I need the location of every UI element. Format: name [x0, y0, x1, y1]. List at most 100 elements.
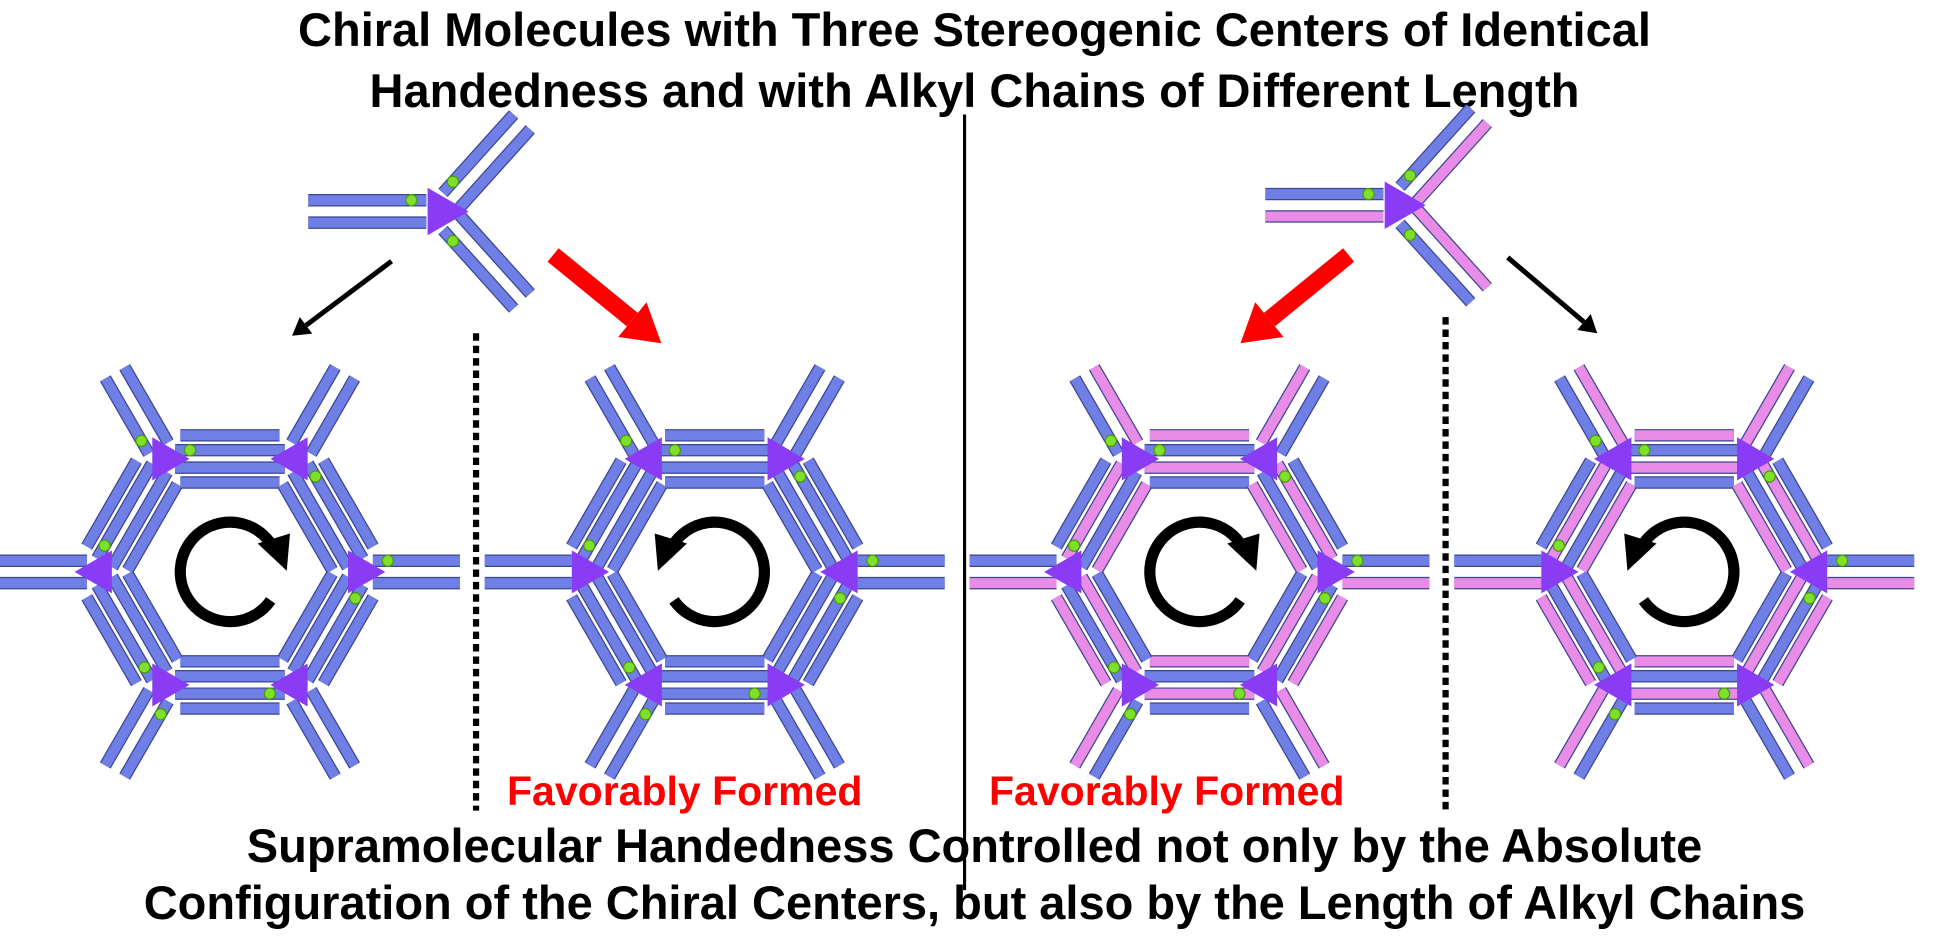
arrow-shaft — [1263, 248, 1355, 327]
alkyl-chain-rod-fill — [1577, 481, 1636, 573]
stereocenter-dot — [183, 443, 197, 457]
stereocenter-dot — [623, 661, 636, 674]
clockwise-rotation-arrow — [1144, 516, 1250, 628]
stereocenter-dot — [309, 470, 322, 483]
triazine-core — [1044, 550, 1082, 594]
counterclockwise-rotation-arrow — [1634, 516, 1740, 628]
stereocenter-dot — [446, 234, 460, 248]
alkyl-chain-rod-fill — [319, 458, 378, 550]
stereocenter-dot — [1763, 470, 1776, 483]
red-arrow-favored-right — [1240, 248, 1355, 344]
conclusion-line-1: Supramolecular Handedness Controlled not… — [246, 819, 1703, 872]
title-line-1: Chiral Molecules with Three Stereogenic … — [298, 3, 1651, 56]
alkyl-chain-rod-fill — [772, 364, 825, 446]
chiral-molecule-uniform-chains — [308, 110, 535, 313]
triazine-core — [1384, 181, 1426, 229]
alkyl-chain-rod-fill — [107, 574, 172, 675]
clockwise-rotation-arrow — [174, 516, 281, 628]
stereocenter-dot — [263, 687, 277, 700]
triazine-core — [74, 550, 112, 594]
stereocenter-dot — [1067, 539, 1081, 552]
triazine-core — [767, 663, 805, 707]
alkyl-chain-rod-fill — [1773, 458, 1832, 550]
stereocenter-dot — [1351, 554, 1364, 567]
triazine-core — [152, 437, 190, 481]
alkyl-chain-rod-fill — [1276, 687, 1329, 768]
alkyl-chain-rod-fill — [1092, 571, 1152, 663]
alkyl-chain-rod-fill — [120, 364, 173, 446]
stereocenter-dot — [1124, 708, 1137, 721]
alkyl-chain-rod-fill — [803, 594, 863, 686]
triazine-core — [1737, 663, 1775, 707]
arrow-shaft — [1506, 255, 1586, 324]
alkyl-chain-rod-fill — [1741, 698, 1794, 780]
alkyl-chain-rod-fill — [567, 458, 626, 550]
alkyl-chain-rod-fill — [82, 594, 141, 686]
arrowhead-icon — [257, 533, 290, 571]
alkyl-chain-rod-fill — [1077, 469, 1141, 570]
alkyl-chain-rod-fill — [319, 594, 378, 686]
stereocenter-dot — [154, 708, 167, 721]
stereocenter-dot — [1278, 470, 1292, 483]
arrowhead-icon — [1227, 533, 1260, 571]
alkyl-chain-rod-fill — [1089, 364, 1143, 446]
favorably-formed-label-left: Favorably Formed — [507, 768, 863, 814]
hexagonal-assembly-2 — [484, 364, 945, 780]
alkyl-chain-rod-fill — [585, 687, 638, 768]
alkyl-chain-rod-fill — [1288, 458, 1347, 550]
alkyl-chain-rod-fill — [791, 687, 844, 768]
alkyl-chain-rod-fill — [306, 687, 359, 768]
alkyl-chain-rod-fill — [1052, 458, 1111, 550]
triazine-core — [427, 187, 469, 236]
alkyl-chain-rod-fill — [1773, 594, 1832, 686]
alkyl-chain-rod-fill — [1562, 469, 1626, 570]
arrow-to-right-assembly — [1506, 255, 1598, 334]
stereocenter-dot — [1717, 687, 1731, 700]
alkyl-chain-rod-fill — [1247, 481, 1307, 573]
alkyl-chain-rod-fill — [567, 594, 626, 686]
alkyl-chain-rod-fill — [1536, 458, 1596, 550]
alkyl-chain-rod-fill — [288, 469, 353, 570]
alkyl-chain-rod-fill — [1741, 364, 1794, 446]
hexagonal-assembly-1 — [0, 364, 460, 780]
triazine-core — [152, 663, 190, 707]
alkyl-chain-rod-fill — [592, 469, 657, 570]
arrowhead-icon — [1624, 533, 1657, 571]
stereocenter-dot — [1318, 592, 1332, 605]
stereocenter-dot — [138, 661, 151, 674]
alkyl-chain-rod-fill — [1258, 469, 1322, 570]
arrow-shaft — [547, 248, 638, 327]
alkyl-chain-rod-fill — [1732, 481, 1791, 573]
triazine-core — [348, 550, 386, 594]
stereocenter-dot — [748, 687, 761, 700]
triazine-core — [767, 437, 805, 481]
chiral-molecule-mixed-chains — [1265, 103, 1492, 307]
title-line-2: Handedness and with Alkyl Chains of Diff… — [369, 64, 1580, 117]
alkyl-chain-rod-fill — [803, 458, 863, 550]
alkyl-chain-rod-fill — [288, 574, 353, 675]
alkyl-chain-rod-fill — [1256, 364, 1310, 446]
stereocenter-dot — [1608, 708, 1622, 721]
stereocenter-dot — [1153, 443, 1166, 457]
conclusion-line-2: Configuration of the Chiral Centers, but… — [143, 876, 1806, 929]
triazine-core — [1239, 437, 1278, 481]
arrowhead-icon — [292, 316, 313, 336]
triazine-core — [1789, 550, 1828, 594]
alkyl-chain-rod-fill — [1761, 687, 1814, 768]
alkyl-chain-rod-fill — [287, 364, 340, 446]
stereocenter-dot — [405, 194, 418, 207]
alkyl-chain-rod-fill — [306, 375, 359, 457]
alkyl-chain-rod-fill — [1276, 375, 1329, 457]
alkyl-chain-rod-fill — [1247, 571, 1307, 663]
red-arrow-favored-left — [547, 248, 662, 344]
stereocenter-dot — [1835, 554, 1849, 567]
alkyl-chain-rod-fill — [592, 574, 657, 675]
alkyl-chain-rod-fill — [1052, 594, 1111, 686]
alkyl-chain-rod-fill — [1742, 469, 1807, 570]
triazine-core — [1737, 437, 1775, 481]
triazine-core — [1541, 550, 1579, 594]
alkyl-chain-rod-fill — [1412, 119, 1492, 205]
alkyl-chain-rod-fill — [1761, 375, 1814, 457]
stereocenter-dot — [668, 443, 682, 457]
alkyl-chain-rod-fill — [1077, 574, 1141, 675]
